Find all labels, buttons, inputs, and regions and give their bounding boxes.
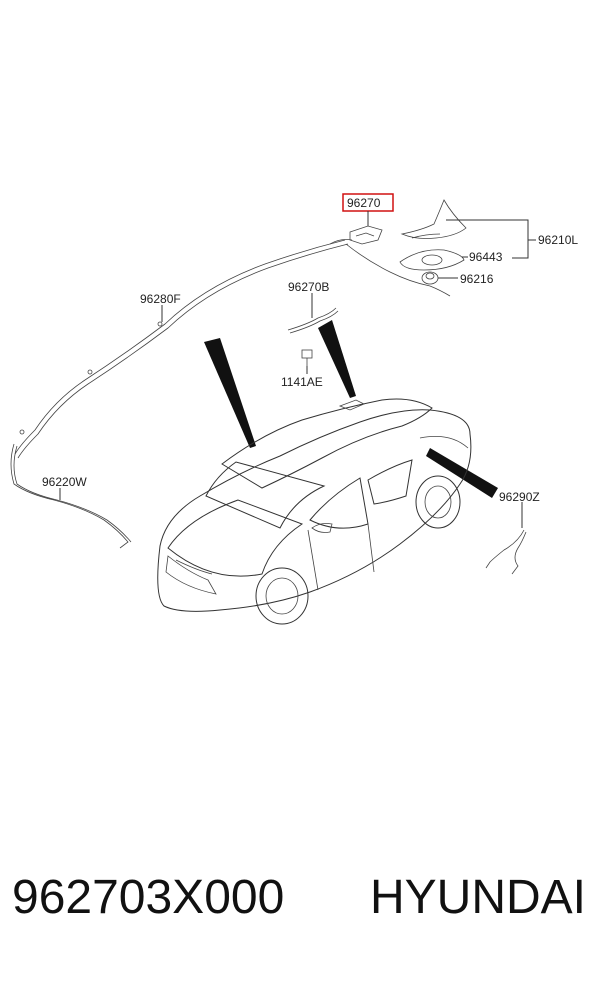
car-illustration xyxy=(157,398,472,625)
label-96443: 96443 xyxy=(469,250,503,264)
label-96280F: 96280F xyxy=(140,292,181,306)
label-96290Z: 96290Z xyxy=(499,490,540,504)
roof-cable xyxy=(14,239,451,459)
shark-fin-antenna xyxy=(400,199,467,239)
callout-wedge-right xyxy=(426,448,498,498)
bolt-1141ae xyxy=(301,349,313,366)
label-96216: 96216 xyxy=(460,272,494,286)
footer: 962703X000 HYUNDAI xyxy=(0,870,600,950)
brand-name: HYUNDAI xyxy=(369,871,586,924)
cable-96270b xyxy=(287,307,339,334)
label-96210L: 96210L xyxy=(538,233,578,247)
label-1141AE: 1141AE xyxy=(281,375,323,389)
antenna-pad xyxy=(399,249,465,271)
label-96270: 96270 xyxy=(347,196,381,210)
antenna-nut xyxy=(421,271,439,285)
part-number: 962703X000 xyxy=(12,871,285,924)
cable-96290z xyxy=(485,529,527,575)
callout-wedge-middle xyxy=(318,320,356,398)
antenna-module-part xyxy=(329,225,383,245)
callout-wedge-left xyxy=(204,338,256,448)
label-96270B: 96270B xyxy=(288,280,329,294)
label-96220W: 96220W xyxy=(42,475,87,489)
cable-96220w xyxy=(10,443,132,549)
